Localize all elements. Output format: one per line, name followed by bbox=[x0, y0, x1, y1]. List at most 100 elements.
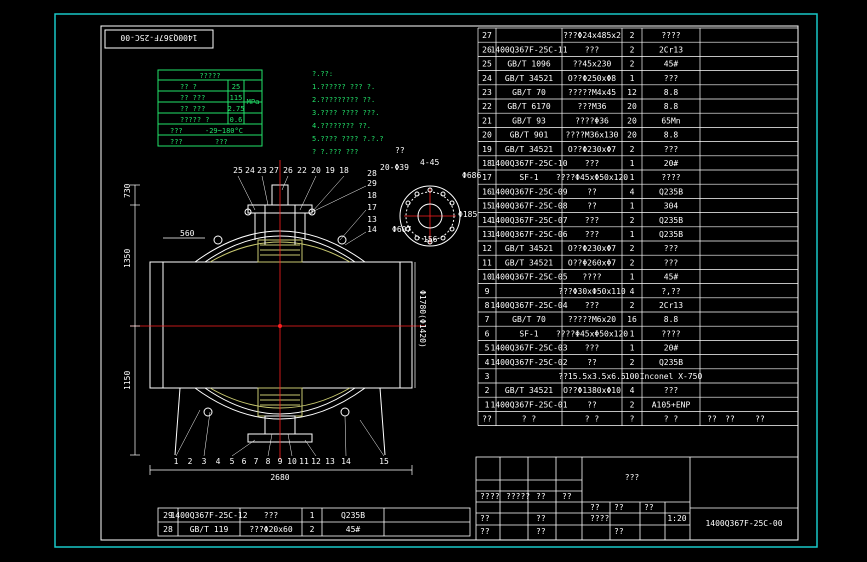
bom-cell: 1 bbox=[485, 400, 490, 409]
bom-cell: 1400Q367F-25C-05 bbox=[490, 273, 567, 282]
bom-cell: 26 bbox=[482, 45, 492, 54]
bom-cell: 1400Q367F-25C-03 bbox=[490, 344, 567, 353]
dim-left: 560 bbox=[180, 229, 195, 238]
bom-header-cell: ? ? bbox=[522, 415, 537, 424]
spec-label: ?? ??? bbox=[180, 94, 205, 102]
bom-cell: 2 bbox=[630, 45, 635, 54]
dim-upper: 1350 bbox=[123, 249, 132, 268]
bom-cell: 1 bbox=[630, 344, 635, 353]
title-cell: ?? bbox=[644, 503, 654, 512]
bom-cell: ???? bbox=[661, 173, 680, 182]
rotated-drawing-number: 1400Q367F-25C-00 bbox=[104, 29, 214, 49]
title-cell: ???? bbox=[590, 514, 609, 523]
balloon: 2 bbox=[188, 457, 193, 466]
balloon: 4 bbox=[216, 457, 221, 466]
bom-header-cell: ?? bbox=[725, 415, 735, 424]
dim-lower: 1150 bbox=[123, 371, 132, 390]
bom-cell: 15 bbox=[482, 202, 492, 211]
bom-cell: ??15.5x3.5x6.5 bbox=[558, 372, 626, 381]
bom-cell: 23 bbox=[482, 88, 492, 97]
balloons-top: 25 24 23 27 26 22 20 19 18 28 29 18 17 1… bbox=[233, 166, 377, 234]
bom-cell: ?? bbox=[587, 358, 597, 367]
bom-cell: ???Φ24x485x2 bbox=[563, 31, 621, 40]
bom-cell: ??? bbox=[585, 45, 600, 54]
balloon: 19 bbox=[325, 166, 335, 175]
bom-cell: 1400Q367F-25C-12 bbox=[170, 511, 247, 520]
center-point bbox=[278, 324, 282, 328]
bom-cell: 1400Q367F-25C-08 bbox=[490, 202, 567, 211]
title-cell: ?? bbox=[536, 492, 546, 501]
balloon: 11 bbox=[299, 457, 309, 466]
bom-cell: 20 bbox=[627, 116, 637, 125]
bom-cell: GB/T 34521 bbox=[505, 386, 553, 395]
balloon: 27 bbox=[269, 166, 279, 175]
bom-cell: ??? bbox=[664, 244, 679, 253]
bom-cell: 28 bbox=[163, 525, 173, 534]
bom-cell: Q235B bbox=[659, 187, 683, 196]
bom-cell: A105+ENP bbox=[652, 400, 691, 409]
bom-cell: ????Φ45xΦ50x120 bbox=[556, 329, 628, 338]
bom-cell: GB/T 93 bbox=[512, 116, 546, 125]
bom-cell: 20# bbox=[664, 344, 679, 353]
leader-lines-bottom bbox=[175, 409, 385, 457]
balloon: 3 bbox=[202, 457, 207, 466]
bom-cell: 27 bbox=[482, 31, 492, 40]
bom-cell: 16 bbox=[627, 315, 637, 324]
bom-cell: GB/T 34521 bbox=[505, 74, 553, 83]
balloon: 8 bbox=[266, 457, 271, 466]
bom-cell: 17 bbox=[482, 173, 492, 182]
balloons-bottom: 1 2 3 4 5 6 7 8 9 10 11 12 13 14 15 bbox=[174, 457, 389, 466]
note-line: 3.???? ???? ???. bbox=[312, 109, 379, 117]
bom-cell: 14 bbox=[482, 216, 492, 225]
bom-cell: ?????M6x20 bbox=[568, 315, 616, 324]
bom-cell: 21 bbox=[482, 116, 492, 125]
spec-value: ??? bbox=[215, 138, 228, 146]
bom-cell: ????Φ45xΦ50x120 bbox=[556, 173, 628, 182]
bom-cell: 1 bbox=[310, 511, 315, 520]
bom-cell: 2 bbox=[630, 216, 635, 225]
bom-cell: 25 bbox=[482, 60, 492, 69]
balloon: 28 bbox=[367, 169, 377, 178]
bom-cell: 1 bbox=[630, 230, 635, 239]
leader-lines-top bbox=[237, 175, 367, 246]
bom-cell: ??? bbox=[585, 344, 600, 353]
bom-cell: 304 bbox=[664, 202, 679, 211]
bom-cell: ????Φ36 bbox=[575, 116, 609, 125]
bom-cell: 4 bbox=[485, 358, 490, 367]
title-scale: 1:20 bbox=[667, 514, 686, 523]
spec-value: 2.75 bbox=[228, 105, 245, 113]
bom-cell: 1400Q367F-25C-06 bbox=[490, 230, 567, 239]
technical-notes: ?.??: 1.?????? ??? ?. 2.????????? ??. 3.… bbox=[312, 70, 384, 156]
bom-cell: ??? bbox=[664, 386, 679, 395]
spec-label: ??? bbox=[170, 127, 183, 135]
bom-cell: 1 bbox=[630, 202, 635, 211]
bom-cell: 5 bbox=[485, 344, 490, 353]
bom-cell: ?? bbox=[587, 400, 597, 409]
bom-cell: 9 bbox=[485, 287, 490, 296]
balloon: 20 bbox=[311, 166, 321, 175]
spec-value: 0.6 bbox=[230, 116, 243, 124]
center-lines bbox=[130, 160, 456, 460]
title-cell: ?? bbox=[480, 492, 490, 501]
bom-cell: 8.8 bbox=[664, 102, 679, 111]
bom-cell: ??? bbox=[585, 159, 600, 168]
bom-cell: 8.8 bbox=[664, 131, 679, 140]
bom-cell: 2 bbox=[630, 400, 635, 409]
spec-value: 25 bbox=[232, 83, 240, 91]
bom-cell: ???Φ20x60 bbox=[249, 525, 293, 534]
bom-cell: 18 bbox=[482, 159, 492, 168]
bom-cell: Q235B bbox=[659, 230, 683, 239]
bom-cell: GB/T 34521 bbox=[505, 258, 553, 267]
title-cell: ?? bbox=[536, 527, 546, 536]
spec-label: ??? bbox=[170, 138, 183, 146]
bom-cell: Q235B bbox=[659, 358, 683, 367]
bom-cell: 100 bbox=[625, 372, 640, 381]
balloon: 6 bbox=[242, 457, 247, 466]
balloon: 7 bbox=[254, 457, 259, 466]
bom-cell: 1 bbox=[630, 74, 635, 83]
bom-cell: 1 bbox=[630, 159, 635, 168]
title-block-text: ??? 1400Q367F-25C-00 1:20 ?? ?? ????? ??… bbox=[480, 473, 783, 536]
bom-cell: ??? bbox=[664, 74, 679, 83]
dim-flange-holes: 20-Φ39 bbox=[380, 163, 409, 172]
